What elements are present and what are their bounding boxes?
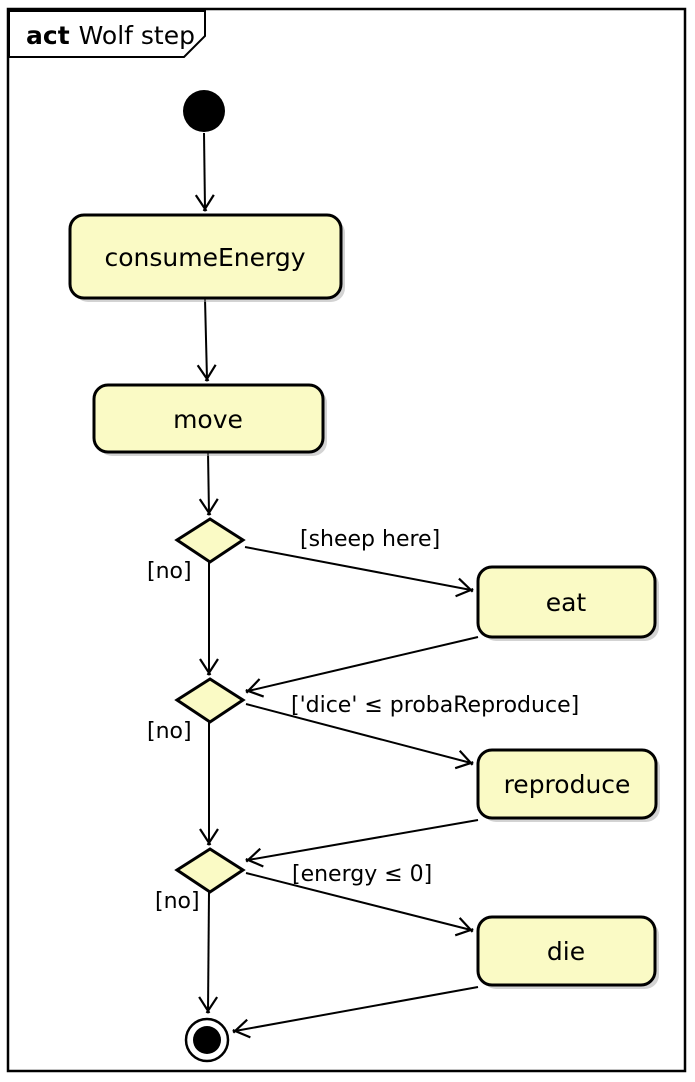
final-node [184, 1017, 230, 1063]
edge-eat-to-decision-dice [245, 636, 479, 698]
frame-title-tab [8, 10, 206, 58]
action-die: die [476, 915, 657, 987]
edge-die-to-final [232, 986, 479, 1039]
edge-decision-sheep-to-eat [244, 546, 474, 598]
guard-dice-reproduce-label: ['dice' ≤ probaReproduce] [291, 693, 579, 718]
action-eat: eat [476, 565, 657, 639]
diagram-frame [6, 7, 687, 1073]
action-reproduce-label: reproduce [504, 770, 631, 799]
action-eat-label: eat [546, 588, 587, 617]
guard-no-2-label: [no] [147, 719, 192, 744]
action-move: move [92, 383, 325, 454]
action-reproduce: reproduce [476, 748, 658, 820]
edge-decision-energy-to-die [245, 872, 474, 937]
frame-title-keyword: act [26, 21, 70, 50]
guard-no-3-label: [no] [155, 889, 200, 914]
action-die-label: die [547, 937, 585, 966]
guard-no-1-label: [no] [147, 559, 192, 584]
edge-decision-energy-to-final [198, 891, 219, 1014]
frame-title-text: Wolf step [79, 21, 195, 50]
action-move-box [92, 383, 325, 454]
guard-energy-zero-label: [energy ≤ 0] [292, 862, 432, 887]
edge-initial-to-consume-energy [194, 132, 215, 212]
action-reproduce-box [476, 748, 658, 820]
edge-consume-energy-to-move [196, 298, 217, 382]
final-node-core [193, 1026, 221, 1054]
action-eat-box [476, 565, 657, 639]
initial-node [183, 90, 225, 132]
decision-dice [174, 677, 246, 724]
frame-title: act Wolf step [26, 21, 195, 50]
edge-move-to-decision-sheep [198, 451, 219, 516]
edge-decision-dice-to-reproduce [245, 703, 474, 770]
decision-energy [174, 847, 246, 894]
action-consume-energy-box [68, 213, 343, 300]
action-consume-energy-label: consumeEnergy [104, 243, 305, 272]
action-die-box [476, 915, 657, 987]
guard-sheep-here-label: [sheep here] [300, 527, 440, 552]
decision-sheep-here [174, 517, 246, 564]
edge-reproduce-to-decision-energy [245, 819, 479, 868]
action-move-label: move [173, 405, 243, 434]
action-consume-energy: consumeEnergy [68, 213, 343, 300]
